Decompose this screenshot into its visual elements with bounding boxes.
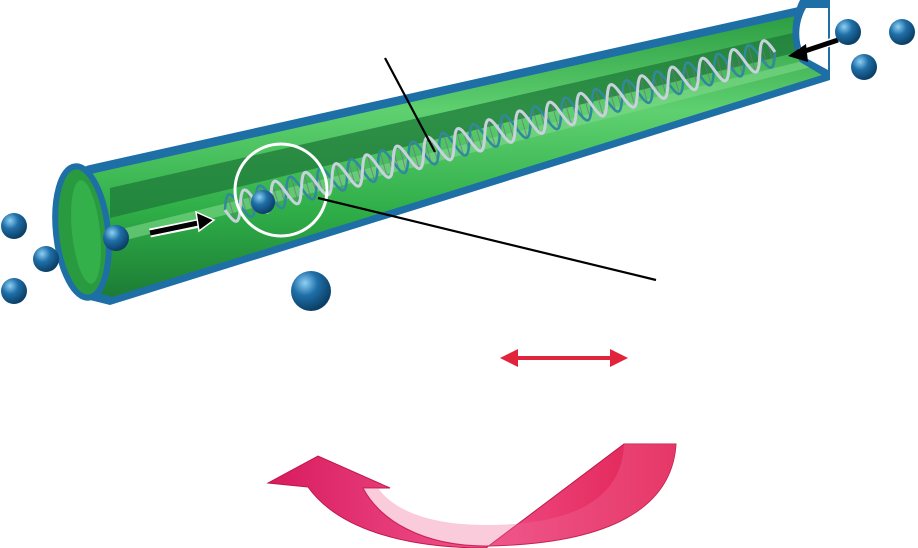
particle	[835, 19, 861, 45]
dna-base-pair	[518, 110, 528, 138]
dna-base-pair	[582, 94, 591, 118]
zoom-circle-icon	[233, 142, 329, 238]
arrow-left-icon	[788, 36, 840, 62]
particle	[291, 271, 331, 311]
dna-base-pair	[398, 146, 407, 172]
dna-base-pair	[474, 124, 483, 150]
dna-base-pair	[659, 72, 667, 97]
curved-arrow-icon	[266, 443, 677, 548]
dna-strand-a	[223, 39, 777, 223]
dna-base-pair	[366, 154, 376, 182]
dna-base-pair	[715, 54, 725, 81]
dna-base-pair	[455, 130, 464, 156]
dna-base-pair	[563, 98, 572, 125]
dna-base-pair	[760, 43, 769, 67]
nanotube-inner-channel	[110, 28, 815, 218]
particles	[1, 19, 915, 311]
dna-base-pair	[424, 140, 432, 163]
dna-base-pair	[703, 58, 712, 85]
dna-base-pair	[354, 161, 362, 183]
dna-base-pair	[639, 76, 649, 103]
particle	[851, 54, 877, 80]
dna-base-pair	[608, 86, 616, 111]
dna-base-pair	[227, 195, 236, 222]
dna-base-pair	[671, 66, 680, 95]
dna-base-pair	[303, 173, 312, 200]
particle	[103, 225, 129, 251]
dna-base-pair	[691, 65, 698, 86]
dna-base-pair	[272, 183, 280, 207]
pointer-line-zoom	[317, 196, 657, 282]
pointer-line-helix	[384, 57, 436, 153]
dna-base-pair	[550, 102, 560, 129]
dna-base-pair	[348, 162, 356, 185]
dna-base-pair	[411, 141, 420, 169]
arrow-right-icon	[149, 210, 216, 238]
dna-base-pair	[532, 108, 540, 133]
dna-base-pair	[334, 163, 344, 191]
particle	[251, 190, 275, 214]
particle	[1, 278, 27, 304]
dna-base-pair	[595, 88, 604, 117]
particle	[1, 213, 27, 239]
dna-base-pair	[735, 50, 743, 75]
dna-base-pair	[379, 151, 388, 178]
dna-base-pair	[506, 116, 515, 140]
particle	[889, 19, 915, 45]
dna-base-pair	[500, 119, 508, 141]
dna-base-pair	[246, 190, 255, 215]
double-headed-arrow-icon	[500, 349, 628, 367]
dna-base-pair	[290, 176, 300, 204]
dna-base-pair	[767, 42, 775, 64]
dna-double-helix	[223, 39, 777, 223]
dna-base-pair	[747, 45, 757, 73]
dna-base-pair	[684, 65, 693, 89]
particle	[33, 246, 59, 272]
dna-base-pair	[577, 97, 584, 118]
dna-base-pair	[487, 120, 496, 147]
dna-base-pair	[626, 80, 636, 107]
dna-base-pair	[442, 132, 452, 160]
